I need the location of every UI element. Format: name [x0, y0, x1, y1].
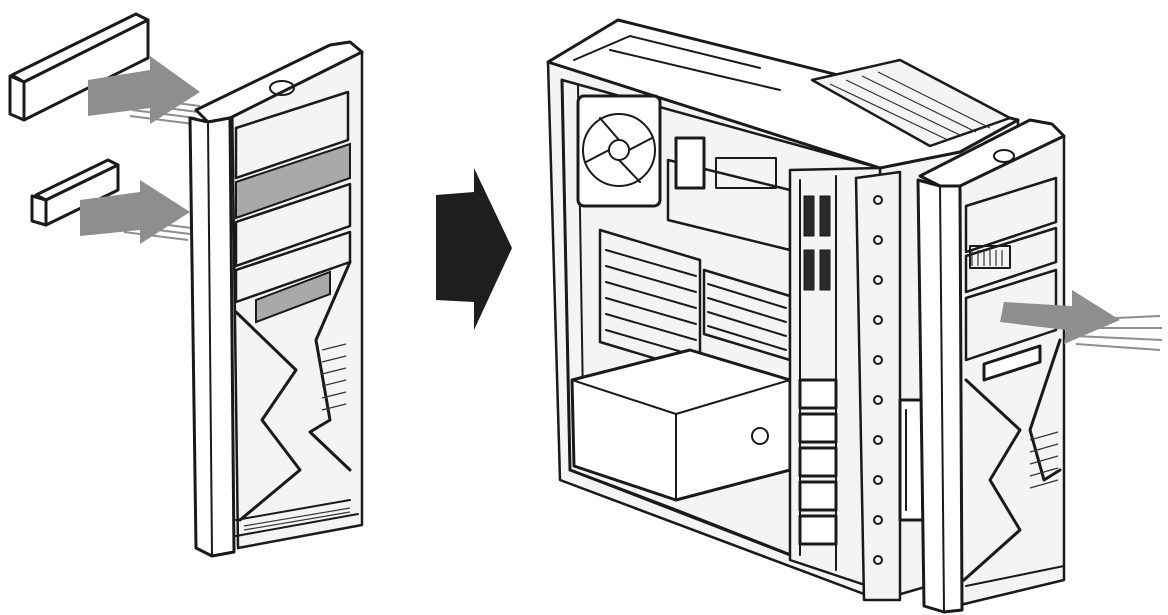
- pci-brackets: [702, 268, 792, 362]
- insert-arrow-right-side: [1000, 290, 1163, 351]
- insert-arrow-lower: [80, 180, 193, 244]
- front-bezel-panel: [188, 40, 364, 558]
- drive-bay-cover-small: [30, 158, 120, 227]
- insert-arrow-upper: [88, 56, 201, 125]
- power-supply: [570, 348, 792, 502]
- front-bezel-panel-attaching: [916, 118, 1066, 614]
- drive-bay-cover-large: [8, 12, 150, 122]
- pc-case: [546, 18, 1020, 602]
- drive-bay-column: [798, 195, 838, 546]
- direction-arrow-icon: [436, 168, 512, 330]
- rear-fan: [576, 94, 662, 208]
